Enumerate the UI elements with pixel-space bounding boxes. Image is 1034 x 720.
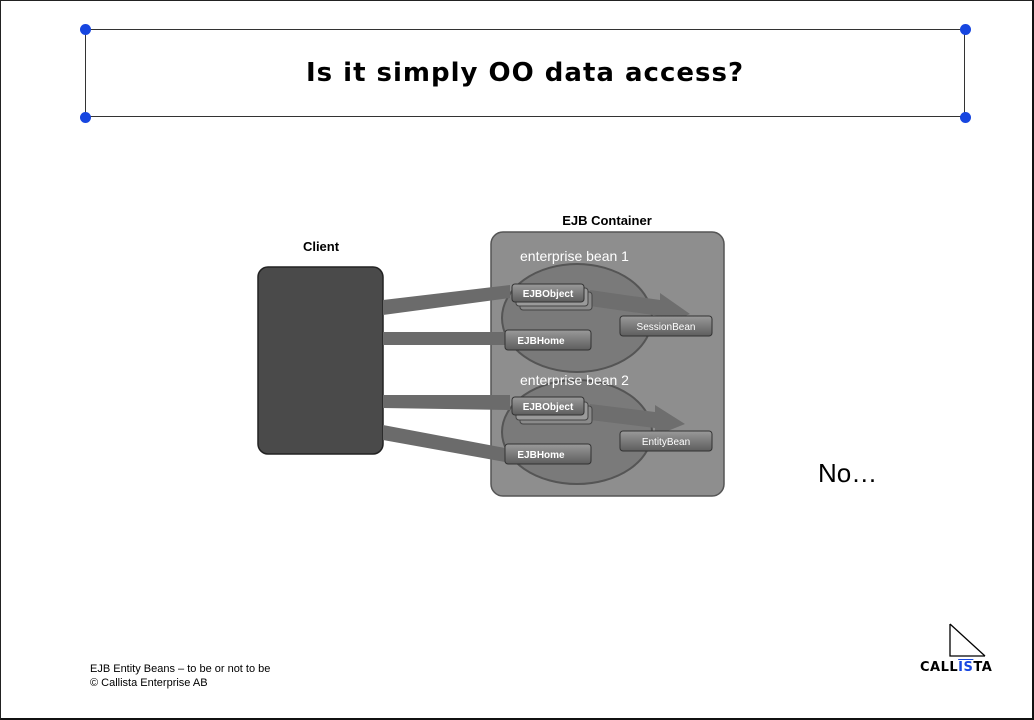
entitybean-label: EntityBean xyxy=(642,437,690,448)
footer-line-1: EJB Entity Beans – to be or not to be xyxy=(90,663,271,675)
resize-handle-bottom-left[interactable] xyxy=(80,112,91,123)
footer: EJB Entity Beans – to be or not to be © … xyxy=(90,662,270,690)
ejbhome2-label: EJBHome xyxy=(517,450,565,461)
arrow-client-to-ejbhome1 xyxy=(383,332,505,345)
entitybean-box xyxy=(619,430,713,452)
resize-handle-top-right[interactable] xyxy=(960,24,971,35)
sessionbean-box xyxy=(619,315,713,337)
resize-handle-bottom-right[interactable] xyxy=(960,112,971,123)
callista-logo: CALLISTA xyxy=(915,622,1025,682)
arrow-object2-to-entitybean xyxy=(590,404,685,436)
ejbobject1-box xyxy=(511,283,585,303)
bean2-label: enterprise bean 2 xyxy=(520,372,629,388)
title-box[interactable]: Is it simply OO data access? xyxy=(85,29,965,117)
arrow-client-to-ejbobject2 xyxy=(383,395,510,410)
arrow-client-to-ejbobject1 xyxy=(383,285,510,315)
ejbhome1-box xyxy=(504,329,592,351)
answer-text: No… xyxy=(818,458,878,488)
logo-text-accent: IS xyxy=(958,660,974,675)
logo-text-part1: CALL xyxy=(920,660,959,675)
bean1-label: enterprise bean 1 xyxy=(520,248,629,264)
client-box xyxy=(257,266,384,455)
logo-text: CALLISTA xyxy=(920,660,992,675)
slide-title: Is it simply OO data access? xyxy=(305,58,745,88)
ejbhome1-label: EJBHome xyxy=(517,336,565,347)
ejbobject2-label: EJBObject xyxy=(523,402,574,413)
sessionbean-label: SessionBean xyxy=(637,322,696,333)
footer-line-2: © Callista Enterprise AB xyxy=(90,677,208,689)
ejbhome2-box xyxy=(504,443,592,465)
resize-handle-top-left[interactable] xyxy=(80,24,91,35)
logo-text-part3: TA xyxy=(973,660,993,675)
arrow-client-to-ejbhome2 xyxy=(383,425,505,462)
logo-triangle-icon xyxy=(949,623,986,657)
container-label: EJB Container xyxy=(562,213,652,228)
ejbobject1-label: EJBObject xyxy=(523,289,574,300)
client-label: Client xyxy=(303,239,340,254)
ejbobject2-box xyxy=(511,396,585,416)
